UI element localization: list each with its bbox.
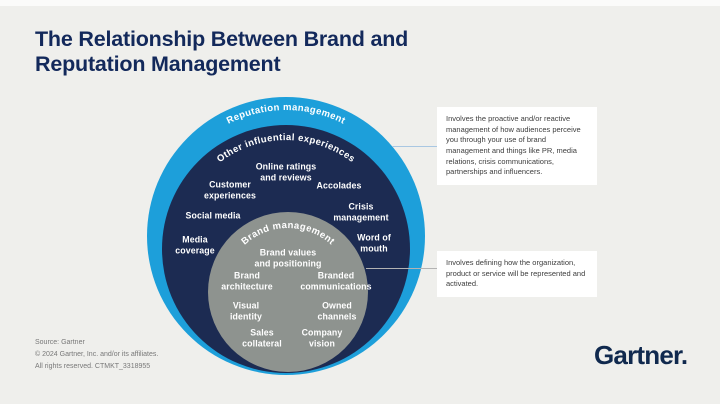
label-company-vision: Company vision [301, 327, 343, 348]
brand-callout-connector-line [366, 268, 437, 269]
page-title: The Relationship Between Brand and Reput… [35, 27, 409, 77]
brand-management-callout: Involves defining how the organization, … [437, 251, 597, 297]
label-online-ratings-and-reviews: Online ratings and reviews [255, 161, 317, 182]
gartner-logo: Gartner. [594, 340, 688, 370]
label-branded-communications: Branded communications [300, 270, 372, 291]
label-word-of-mouth: Word of mouth [357, 232, 391, 253]
reputation-callout-connector-line [392, 146, 437, 147]
label-owned-channels: Owned channels [317, 300, 357, 321]
label-brand-architecture: Brand architecture [221, 270, 273, 291]
label-visual-identity: Visual identity [229, 300, 263, 321]
brand-management-circle [208, 212, 368, 372]
reputation-management-callout: Involves the proactive and/or reactive m… [437, 107, 597, 185]
label-brand-values-and-positioning: Brand values and positioning [254, 247, 322, 268]
rights-line: All rights reserved. CTMKT_3318955 [35, 362, 151, 370]
label-social-media: Social media [185, 210, 241, 221]
label-sales-collateral: Sales collateral [242, 327, 282, 348]
source-line: Source: Gartner [35, 339, 85, 346]
label-media-coverage: Media coverage [175, 234, 215, 255]
label-customer-experiences: Customer experiences [204, 179, 256, 200]
top-edge-strip [0, 0, 720, 6]
label-accolades: Accolades [316, 180, 362, 191]
source-note: Source: Gartner © 2024 Gartner, Inc. and… [35, 337, 158, 373]
label-crisis-management: Crisis management [333, 201, 389, 222]
copyright-line: © 2024 Gartner, Inc. and/or its affiliat… [35, 350, 159, 358]
